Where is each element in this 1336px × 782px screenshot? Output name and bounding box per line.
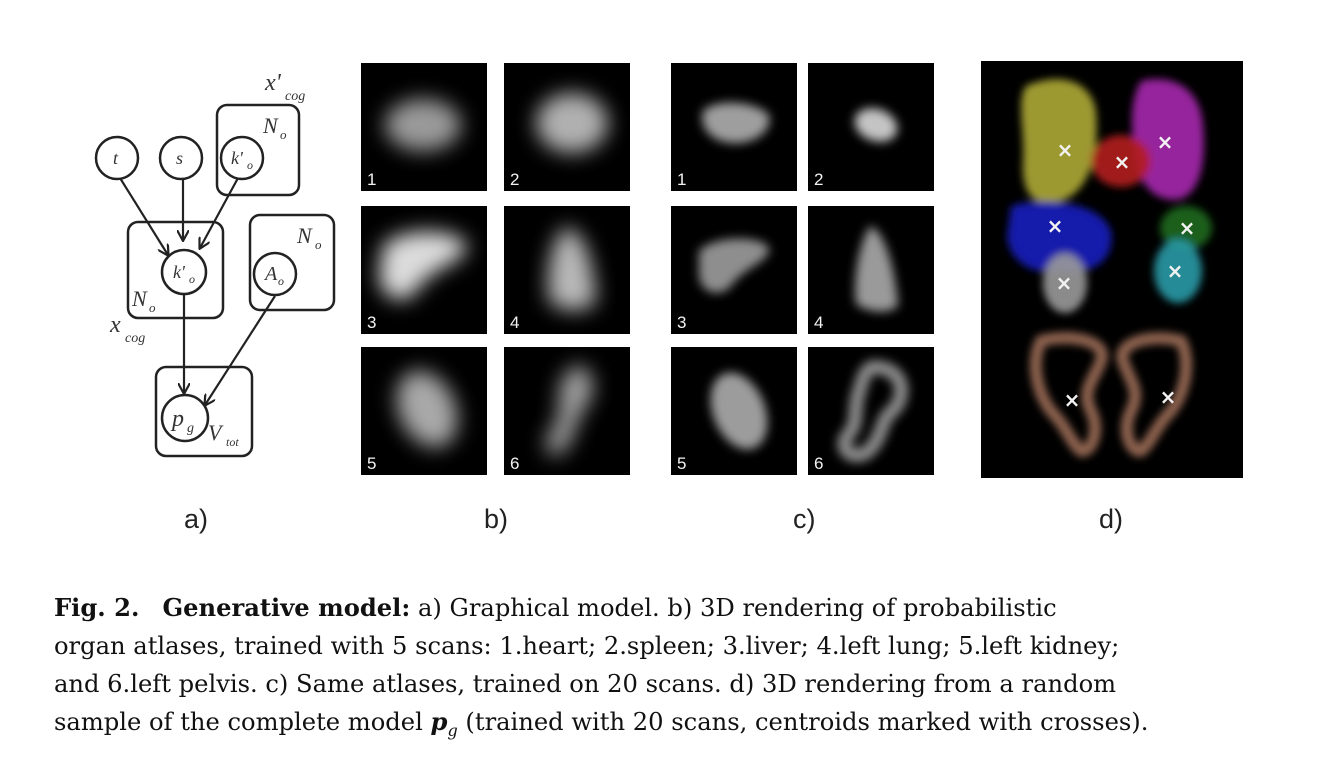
node-p-label: p xyxy=(170,406,184,432)
caption-line4-post: (trained with 20 scans, centroids marked… xyxy=(465,708,1149,736)
atlas-c-tile-number: 1 xyxy=(677,170,687,189)
atlas-b-tile-1: 1 xyxy=(361,63,487,191)
node-t xyxy=(94,135,140,181)
atlas-b-tile-6: 6 xyxy=(504,347,630,475)
atlas-b-tile-5: 5 xyxy=(361,347,487,475)
organ-spleen xyxy=(1160,206,1212,250)
atlas-c-tile-2: 2 xyxy=(808,63,934,191)
x-cog-sub: cog xyxy=(125,331,145,346)
centroid-marker: × xyxy=(1157,130,1174,154)
plate-p xyxy=(154,365,254,458)
plate-top-sub: o xyxy=(280,127,287,142)
caption-fig-label: Fig. 2. xyxy=(54,593,140,622)
node-k-top-label: k' xyxy=(231,148,244,168)
atlas-c-tile-number: 6 xyxy=(814,454,824,473)
panel-label-c: c) xyxy=(793,504,816,534)
node-s xyxy=(158,135,204,181)
node-k-mid xyxy=(160,248,208,296)
caption-symbol: p xyxy=(430,707,448,736)
node-k-mid-label: k' xyxy=(173,262,186,282)
caption-line-3: and 6.left pelvis. c) Same atlases, trai… xyxy=(54,670,1117,698)
plate-A-sub: o xyxy=(315,237,322,252)
atlas-c-tile-number: 4 xyxy=(814,313,824,332)
atlas-c-tile-5: 5 xyxy=(671,347,797,475)
centroid-marker: × xyxy=(1114,150,1131,174)
atlas-c-tile-number: 2 xyxy=(814,170,824,189)
atlas-b-tile-number: 3 xyxy=(367,313,377,332)
plate-A xyxy=(248,213,336,312)
atlas-b-tile-number: 2 xyxy=(510,170,520,189)
caption-line1-text: a) Graphical model. b) 3D rendering of p… xyxy=(417,594,1057,622)
render-d: × × × × × × × × × xyxy=(981,61,1243,478)
node-A-sub: o xyxy=(278,274,284,288)
plate-mid-sub: o xyxy=(149,300,156,315)
atlas-b-tile-number: 5 xyxy=(367,454,377,473)
centroid-marker: × xyxy=(1056,271,1073,295)
node-p-sub: g xyxy=(187,421,194,436)
organ-pelvis-right xyxy=(1029,332,1108,457)
centroid-marker: × xyxy=(1179,216,1196,240)
organ-right-lung xyxy=(1007,201,1112,272)
panel-label-a: a) xyxy=(184,504,209,534)
atlas-c-tile-number: 5 xyxy=(677,454,687,473)
caption-line-4: sample of the complete model pg (trained… xyxy=(54,703,1286,750)
graphical-model: t s k' o k' o A o p g N o N o N o V tot … xyxy=(94,70,336,458)
centroid-marker: × xyxy=(1064,388,1081,412)
organ-kidney-right xyxy=(1043,253,1087,313)
x-prime-cog-sub: cog xyxy=(285,89,305,104)
caption-line-1: Fig. 2. Generative model: a) Graphical m… xyxy=(54,589,1286,627)
atlas-b-tile-number: 4 xyxy=(510,313,520,332)
caption-symbol-sub: g xyxy=(447,720,458,740)
organ-kidney-left xyxy=(1154,239,1202,303)
plate-p-sub: tot xyxy=(226,435,239,449)
figure-caption: Fig. 2. Generative model: a) Graphical m… xyxy=(54,589,1286,750)
atlas-b-tile-2: 2 xyxy=(504,63,630,191)
atlas-c-tile-6: 6 xyxy=(808,347,934,475)
centroid-marker: × xyxy=(1167,259,1184,283)
plate-mid xyxy=(126,220,225,320)
atlas-b-tile-4: 4 xyxy=(504,206,630,334)
centroid-marker: × xyxy=(1160,385,1177,409)
organ-pelvis-left xyxy=(1116,332,1193,457)
plate-mid-label: N xyxy=(131,286,148,311)
node-A-label: A xyxy=(263,263,278,285)
atlas-b-tile-3: 3 xyxy=(361,206,487,334)
panel-label-d: d) xyxy=(1099,504,1124,534)
node-s-label: s xyxy=(176,148,183,168)
atlas-c-tile-number: 3 xyxy=(677,313,687,332)
node-t-label: t xyxy=(113,148,119,168)
node-k-mid-sub: o xyxy=(189,272,195,286)
organ-heart xyxy=(1091,135,1151,187)
centroid-marker: × xyxy=(1047,214,1064,238)
caption-line4-pre: sample of the complete model xyxy=(54,708,423,736)
x-prime-cog-label: x' xyxy=(264,70,282,96)
atlas-c-tile-3: 3 xyxy=(671,206,797,334)
plate-p-label: V xyxy=(208,420,224,445)
plate-top xyxy=(215,103,301,197)
centroid-marker: × xyxy=(1057,138,1074,162)
atlas-b-tile-number: 1 xyxy=(367,170,377,189)
x-cog-label: x xyxy=(109,312,121,338)
node-A xyxy=(252,251,298,297)
caption-title: Generative model: xyxy=(162,593,411,622)
organ-left-lung xyxy=(1132,79,1204,200)
node-k-top xyxy=(219,135,265,181)
atlas-c-tile-4: 4 xyxy=(808,206,934,334)
atlas-b-tile-number: 6 xyxy=(510,454,520,473)
caption-line-2: organ atlases, trained with 5 scans: 1.h… xyxy=(54,632,1120,660)
organ-liver xyxy=(1021,79,1097,204)
node-p xyxy=(160,393,210,443)
plate-top-label: N xyxy=(262,113,279,138)
panel-label-b: b) xyxy=(484,504,509,534)
plate-A-label: N xyxy=(296,223,313,248)
node-k-top-sub: o xyxy=(247,158,253,172)
atlas-c-tile-1: 1 xyxy=(671,63,797,191)
